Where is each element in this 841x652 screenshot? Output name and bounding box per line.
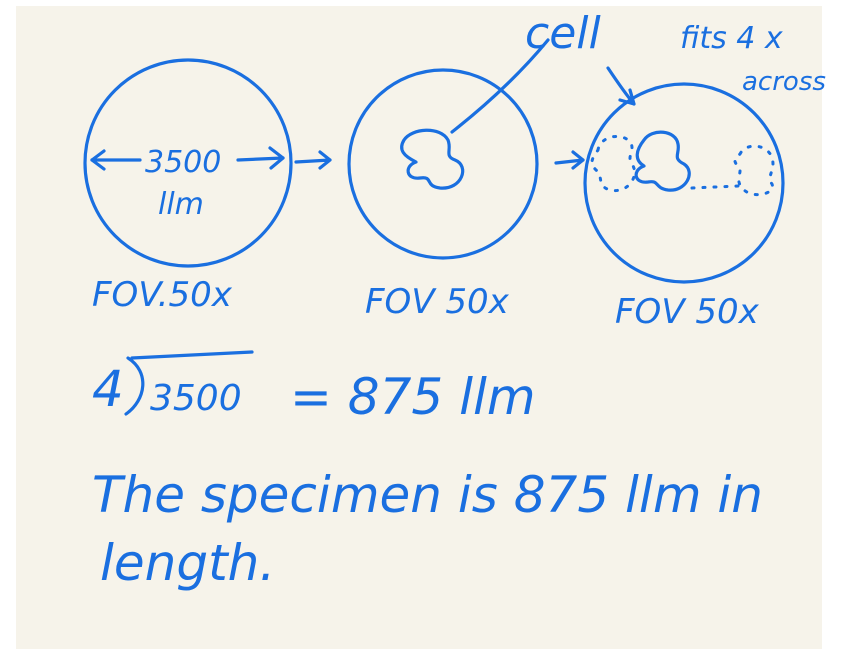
- division-divisor: 4: [92, 360, 124, 418]
- field-of-view-circle-1: [83, 58, 293, 268]
- fits-label-line2: across: [742, 67, 826, 97]
- cell-blob-in-view: [634, 130, 691, 192]
- fov-label-3: FOV 50x: [615, 292, 760, 332]
- cell-blob: [400, 128, 465, 190]
- arrow-to-circle-2: [294, 150, 332, 170]
- arrow-to-circle-3: [554, 150, 585, 170]
- dotted-cell-left: [590, 134, 636, 193]
- arrowhead-right: [268, 146, 285, 170]
- notebook-page: [16, 6, 822, 649]
- division-result: = 875 llm: [290, 368, 536, 426]
- fits-pointer-arrow: [606, 66, 636, 106]
- dotted-cell-gap: [690, 184, 740, 190]
- width-value: 3500: [145, 145, 221, 180]
- field-of-view-circle-3: [583, 82, 785, 284]
- field-of-view-circle-2: [347, 68, 539, 260]
- conclusion-line-1: The specimen is 875 llm in: [92, 466, 763, 524]
- division-dividend: 3500: [150, 378, 242, 419]
- fov-label-2: FOV 50x: [365, 282, 510, 322]
- fov-label-1: FOV.50x: [92, 275, 233, 315]
- division-bracket: [124, 350, 254, 416]
- width-arrow-right: [236, 156, 285, 162]
- cell-label: cell: [525, 8, 601, 59]
- conclusion-line-2: length.: [100, 534, 275, 592]
- arrowhead-left: [90, 149, 106, 171]
- width-unit: llm: [158, 187, 204, 222]
- fits-label-line1: fits 4 x: [680, 21, 783, 56]
- dotted-cell-right: [733, 144, 775, 197]
- cell-pointer-line: [450, 38, 550, 134]
